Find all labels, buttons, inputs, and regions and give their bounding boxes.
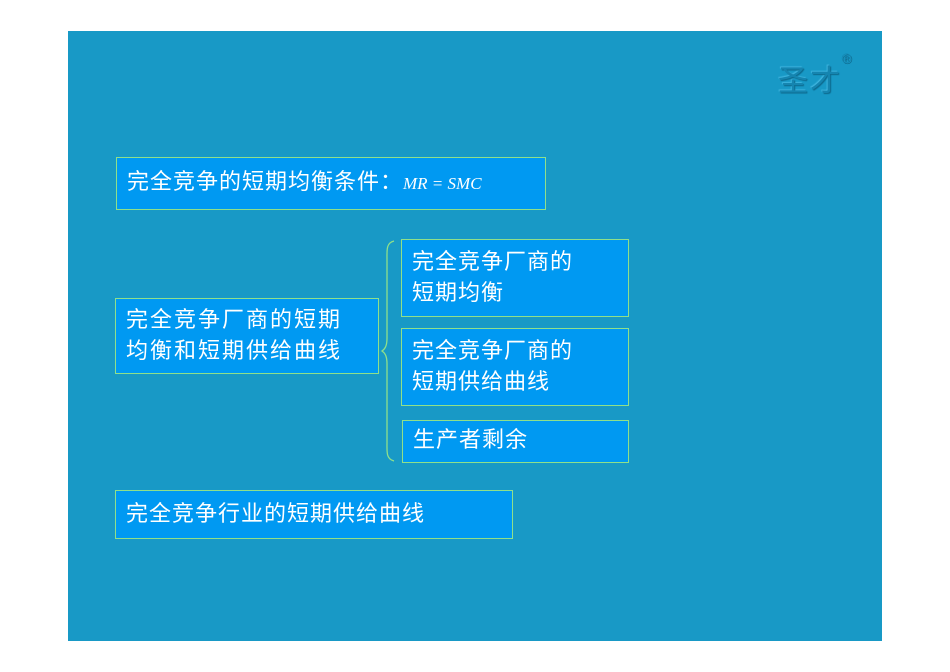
producer-surplus-box: 生产者剩余 [402,420,629,463]
bottom-box-label: 完全竞争行业的短期供给曲线 [126,502,426,527]
registered-trademark-icon: ® [840,52,853,67]
equilibrium-formula: MR = SMC [403,174,482,193]
firm-short-run-supply-curve-box: 完全竞争厂商的 短期供给曲线 [401,328,629,406]
shengcai-logo: 圣才 [778,64,842,99]
industry-short-run-supply-curve-box: 完全竞争行业的短期供给曲线 [115,490,513,539]
right-box-1-line-2: 短期均衡 [412,281,505,306]
left-box-line-1: 完全竞争厂商的短期 [126,308,343,333]
right-box-3-line-1: 生产者剩余 [413,428,529,453]
right-box-2-line-2: 短期供给曲线 [412,370,551,395]
firm-short-run-equilibrium-box: 完全竞争厂商的 短期均衡 [401,239,629,317]
left-box-line-2: 均衡和短期供给曲线 [126,339,343,364]
equilibrium-condition-box: 完全竞争的短期均衡条件：MR = SMC [116,157,546,210]
curly-brace-icon [380,240,395,462]
equilibrium-condition-label: 完全竞争的短期均衡条件： [127,170,404,195]
short-run-equilibrium-supply-box: 完全竞争厂商的短期 均衡和短期供给曲线 [115,298,379,374]
right-box-2-line-1: 完全竞争厂商的 [412,339,574,364]
right-box-1-line-1: 完全竞争厂商的 [412,250,574,275]
